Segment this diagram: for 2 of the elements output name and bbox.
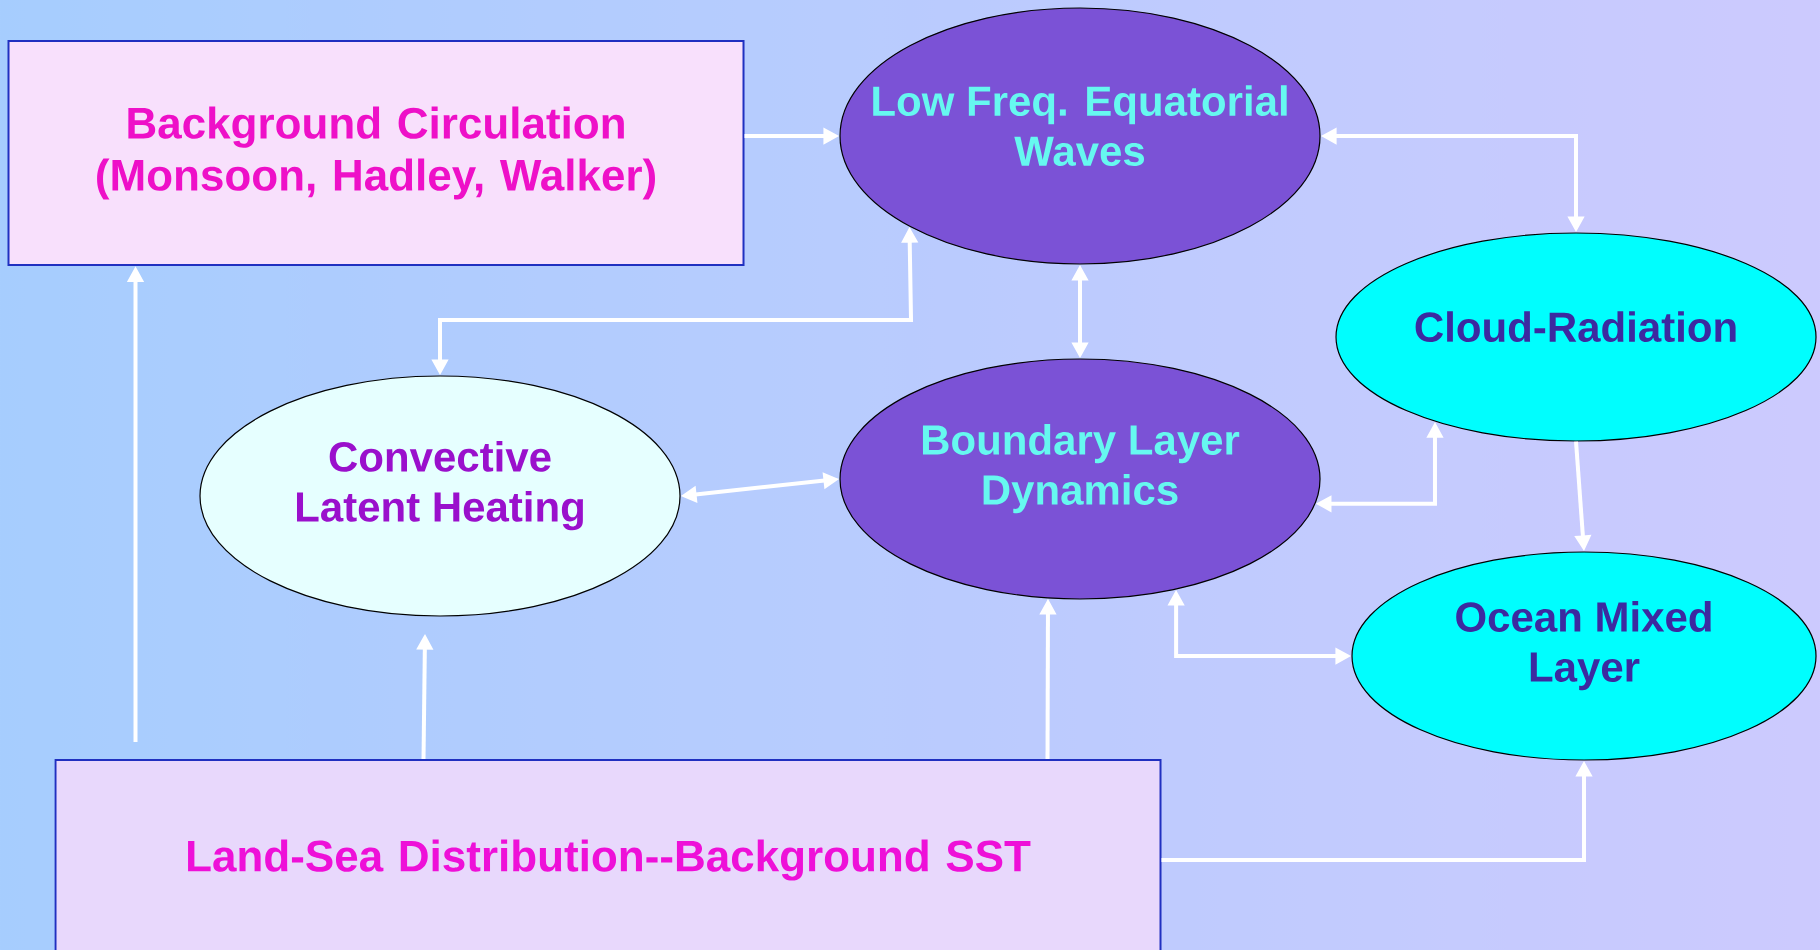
process-box: Background Circulation (Monsoon, Hadley, Walker) [7,40,745,266]
process-box: Land-Sea Distribution--Background SST [54,759,1162,950]
